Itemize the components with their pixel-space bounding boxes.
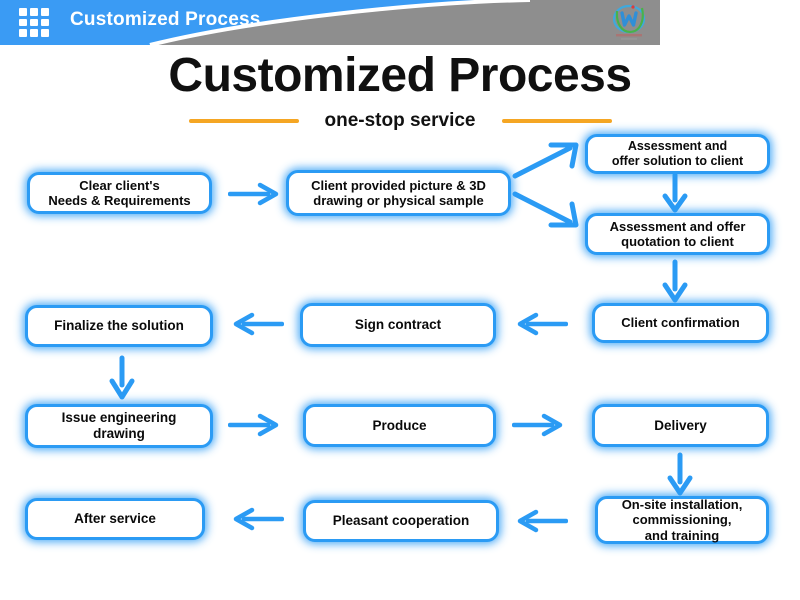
flow-node-clear-client-needs[interactable]: Clear client's Needs & Requirements: [27, 172, 212, 214]
flow-node-delivery[interactable]: Delivery: [592, 404, 769, 447]
arrow-down-n10-n11: [667, 452, 693, 496]
page-subtitle: one-stop service: [324, 110, 476, 131]
flow-node-assessment-quotation[interactable]: Assessment and offer quotation to client: [585, 213, 770, 255]
flow-node-client-confirmation[interactable]: Client confirmation: [592, 303, 769, 343]
flow-node-assessment-solution[interactable]: Assessment and offer solution to client: [585, 134, 770, 174]
arrow-left-n5-n6: [517, 312, 568, 336]
arrow-left-n12-n13: [233, 507, 284, 531]
arrow-down-n3-n4: [662, 172, 688, 213]
subtitle-rule-left: [188, 119, 299, 123]
arrow-branch-down-n2-n4: [512, 191, 579, 228]
arrow-right-n8-n9: [228, 413, 279, 437]
flow-node-pleasant-cooperation[interactable]: Pleasant cooperation: [303, 500, 499, 542]
flow-node-sign-contract[interactable]: Sign contract: [300, 303, 496, 347]
flow-node-after-service[interactable]: After service: [25, 498, 205, 540]
company-logo-icon: [612, 4, 646, 40]
arrow-right-n9-n10: [512, 413, 563, 437]
flow-node-produce[interactable]: Produce: [303, 404, 496, 447]
flow-node-onsite-installation[interactable]: On-site installation, commissioning, and…: [595, 496, 769, 544]
arrow-down-n7-n8: [109, 355, 135, 400]
grid-apps-icon[interactable]: [19, 8, 49, 37]
arrow-branch-up-n2-n3: [512, 142, 579, 179]
header-title: Customized Process: [70, 9, 261, 30]
subtitle-row: one-stop service: [0, 110, 800, 132]
arrow-down-n4-n5: [662, 259, 688, 303]
arrow-left-n11-n12: [517, 509, 568, 533]
flow-node-client-provided-picture[interactable]: Client provided picture & 3D drawing or …: [286, 170, 511, 216]
arrow-right-n1-n2: [228, 182, 279, 206]
flow-node-finalize-solution[interactable]: Finalize the solution: [25, 305, 213, 347]
subtitle-rule-right: [501, 119, 612, 123]
flow-node-issue-engineering-drawing[interactable]: Issue engineering drawing: [25, 404, 213, 448]
page-title: Customized Process: [168, 49, 632, 102]
header-bar: Customized Process: [0, 0, 660, 45]
arrow-left-n6-n7: [233, 312, 284, 336]
